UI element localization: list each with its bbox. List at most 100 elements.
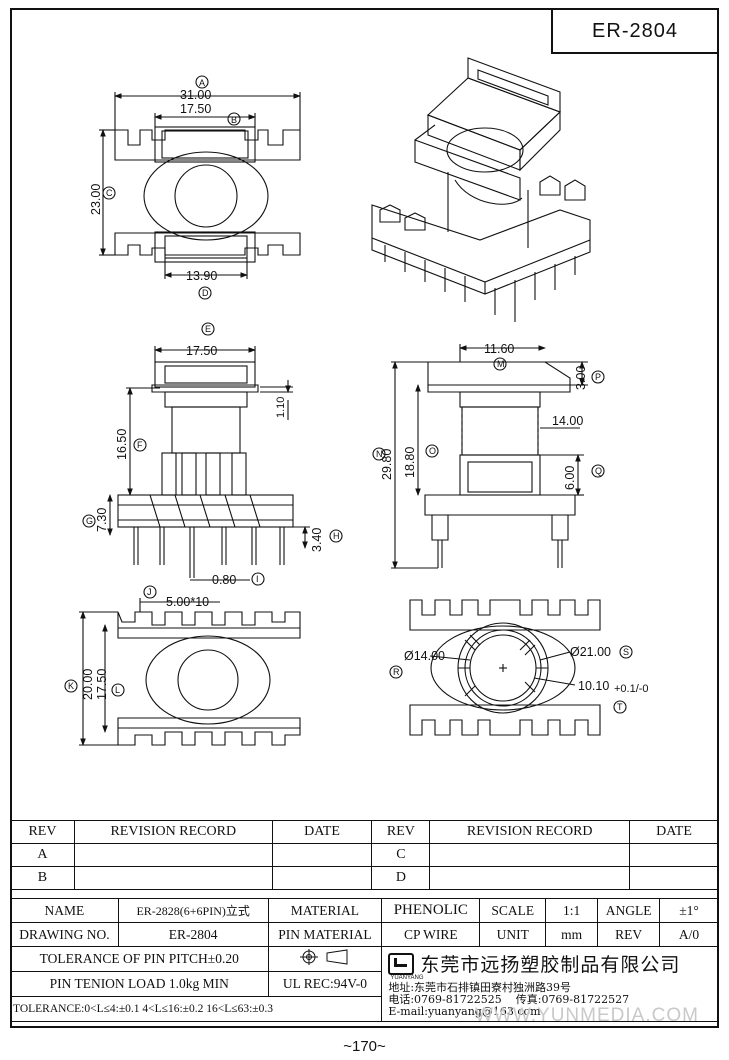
material-label: MATERIAL — [267, 898, 383, 923]
unit-label: UNIT — [479, 922, 547, 947]
rev-value: A/0 — [659, 922, 719, 947]
dim-D: 13.90 — [186, 269, 217, 283]
unit-value: mm — [545, 922, 599, 947]
dim-E: 17.50 — [186, 344, 217, 358]
mark-E: E — [205, 324, 211, 334]
company-logo-icon — [388, 952, 415, 975]
page-number: ~170~ — [343, 1038, 386, 1055]
dim-Q: 6.00 — [563, 466, 577, 490]
dim-P: 3.00 — [574, 366, 588, 390]
dim-S: Ø21.00 — [570, 645, 611, 659]
record-cell — [73, 843, 273, 867]
company-name: 东莞市远扬塑胶制品有限公司 — [420, 954, 681, 976]
part-number-box: ER-2804 — [551, 8, 719, 54]
date-cell — [629, 866, 719, 890]
pin-pitch-tolerance: TOLERANCE OF PIN PITCH±0.20 — [10, 946, 269, 972]
drawing-sheet: ER-2804 — [10, 8, 719, 1028]
mark-H: H — [333, 531, 340, 541]
dim-B: 17.50 — [180, 102, 211, 116]
scale-value: 1:1 — [545, 898, 599, 923]
mark-A: A — [199, 78, 205, 88]
date-cell — [271, 866, 373, 890]
mark-T: T — [617, 702, 623, 712]
header-date: DATE — [271, 820, 373, 844]
mark-I: I — [256, 574, 259, 584]
material-value: PHENOLIC — [381, 898, 481, 923]
round-view — [389, 599, 633, 736]
mark-Q: Q — [595, 466, 602, 476]
side-view — [372, 344, 605, 569]
mark-B: B — [231, 115, 237, 125]
mark-F: F — [137, 440, 143, 450]
dim-L: 17.50 — [95, 669, 109, 700]
header-date-2: DATE — [629, 820, 719, 844]
name-value: ER-2828(6+6PIN)立式 — [117, 898, 269, 923]
watermark: WWW.YUNMEDIA.COM — [475, 1005, 699, 1026]
dim-M: 11.60 — [484, 342, 514, 356]
table-row: B D — [10, 866, 719, 890]
ul-rec: UL REC:94V-0 — [267, 971, 383, 997]
name-label: NAME — [10, 898, 119, 923]
dim-G: 7.30 — [95, 508, 109, 532]
angle-label: ANGLE — [597, 898, 661, 923]
part-number: ER-2804 — [592, 19, 678, 42]
company-fax: 传真:0769-81722527 — [515, 993, 630, 1006]
rev-cell: B — [10, 866, 75, 890]
isometric-view — [371, 57, 591, 322]
rev-cell: C — [371, 843, 431, 867]
mark-D: D — [202, 288, 209, 298]
mark-R: R — [393, 667, 400, 677]
dim-T: 10.10 — [578, 679, 609, 693]
angle-value: ±1° — [659, 898, 719, 923]
company-address: 地址:东莞市石排镇田寮村独洲路39号 — [388, 981, 572, 994]
rev-cell: A — [10, 843, 75, 867]
drawing-no-value: ER-2804 — [117, 922, 269, 947]
company-cell: 东莞市远扬塑胶制品有限公司 YUANYANG 地址:东莞市石排镇田寮村独洲路39… — [381, 946, 719, 1022]
dim-top: 1.10 — [275, 397, 287, 418]
dim-N: 29.80 — [380, 449, 394, 480]
drawing-no-label: DRAWING NO. — [10, 922, 119, 947]
mark-G: G — [86, 516, 93, 526]
mark-M: M — [497, 359, 505, 369]
header-record: REVISION RECORD — [73, 820, 273, 844]
dim-H: 3.40 — [310, 528, 324, 552]
mark-L: L — [115, 685, 120, 695]
company-email: E-mail:yuanyang@163.com — [388, 1005, 541, 1018]
mark-N: N — [376, 449, 383, 459]
company-phone: 电话:0769-81722525 — [388, 993, 502, 1006]
mark-J: J — [147, 587, 152, 597]
revision-table: REV REVISION RECORD DATE REV REVISION RE… — [10, 820, 719, 890]
rev-label: REV — [597, 922, 661, 947]
dim-I: 0.80 — [212, 573, 236, 587]
pin-tension: PIN TENION LOAD 1.0kg MIN — [10, 971, 269, 997]
projection-symbol-icon — [299, 949, 348, 965]
tolerance-symbol-cell — [267, 946, 383, 972]
dim-C: 23.00 — [89, 184, 103, 215]
rev-cell: D — [371, 866, 431, 890]
header-record-2: REVISION RECORD — [429, 820, 631, 844]
dim-J: 5.00*10 — [166, 595, 209, 609]
scale-label: SCALE — [479, 898, 547, 923]
mark-C: C — [106, 188, 113, 198]
record-cell — [429, 866, 631, 890]
dim-F: 16.50 — [115, 429, 129, 460]
mark-S: S — [623, 647, 629, 657]
dim-A: 31.00 — [180, 88, 211, 102]
date-cell — [629, 843, 719, 867]
mark-O: O — [429, 446, 436, 456]
revision-header-row: REV REVISION RECORD DATE REV REVISION RE… — [10, 820, 719, 844]
pin-material-value: CP WIRE — [381, 922, 481, 947]
title-block: NAME ER-2828(6+6PIN)立式 MATERIAL PHENOLIC… — [9, 898, 719, 1022]
record-cell — [73, 866, 273, 890]
dim-O: 18.80 — [403, 447, 417, 478]
dimension-labels: 31.00 A 17.50 B 23.00 C 13.90 D 17.50 E … — [68, 78, 649, 712]
front-view — [82, 322, 343, 586]
header-rev: REV — [10, 820, 75, 844]
general-tolerance: TOLERANCE:0<L≤4:±0.1 4<L≤16:±0.2 16<L≤63… — [9, 996, 383, 1022]
top-view — [99, 75, 301, 300]
bottom-view — [64, 585, 301, 746]
logo-text: YUANYANG — [390, 975, 424, 981]
header-rev-2: REV — [371, 820, 431, 844]
mark-P: P — [595, 372, 601, 382]
